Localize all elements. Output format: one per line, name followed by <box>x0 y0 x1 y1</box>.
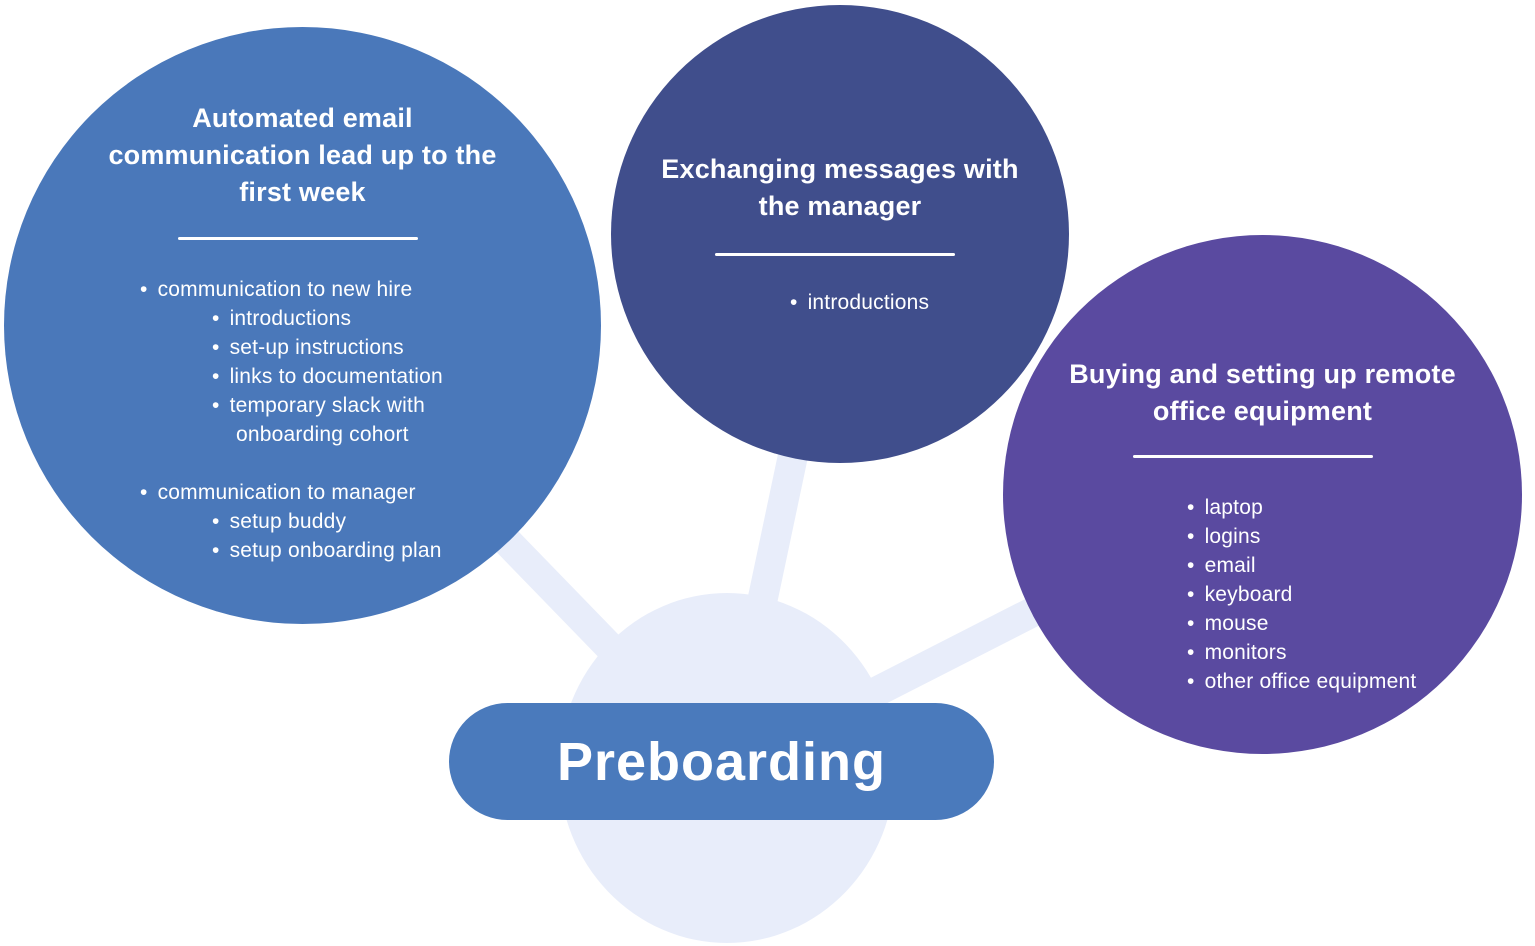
topic-circle-manager-messages: Exchanging messages with the manager • in… <box>611 5 1069 463</box>
bullet-item: • keyboard <box>1187 580 1416 609</box>
bullet-text: communication to manager <box>157 481 416 504</box>
bullet-text: keyboard <box>1204 583 1293 606</box>
bullet-dot: • <box>212 365 220 388</box>
title-line: Automated email <box>192 103 413 133</box>
bullet-item: • monitors <box>1187 638 1416 667</box>
center-node-label: Preboarding <box>556 731 887 792</box>
bullet-dot: • <box>1187 583 1195 606</box>
bullet-item: • set-up instructions <box>212 333 443 362</box>
title-divider <box>1133 455 1373 458</box>
circle-title: Buying and setting up remote office equi… <box>1003 356 1522 430</box>
bullet-text: email <box>1204 554 1256 577</box>
center-node-preboarding: Preboarding <box>449 703 994 820</box>
bullet-text: introductions <box>229 307 352 330</box>
bullet-item: • communication to manager <box>140 478 443 507</box>
circle-title: Exchanging messages with the manager <box>611 151 1069 225</box>
title-line: Buying and setting up remote <box>1069 359 1456 389</box>
bullet-item-continuation: onboarding cohort <box>236 420 443 449</box>
bullet-item: • other office equipment <box>1187 667 1416 696</box>
bullet-dot: • <box>1187 496 1195 519</box>
bullet-dot: • <box>1187 554 1195 577</box>
bullet-text: mouse <box>1204 612 1269 635</box>
bullet-item: • communication to new hire <box>140 275 443 304</box>
bullet-item: • setup onboarding plan <box>212 536 443 565</box>
bullet-group-gap <box>140 449 443 478</box>
topic-circle-office-equipment: Buying and setting up remote office equi… <box>1003 235 1522 754</box>
bullet-item: • introductions <box>790 288 929 317</box>
bullet-dot: • <box>1187 525 1195 548</box>
bullet-text: introductions <box>807 291 930 314</box>
title-line: Exchanging messages with <box>661 154 1019 184</box>
topic-circle-automated-email: Automated email communication lead up to… <box>4 27 601 624</box>
bullet-list: • communication to new hire • introduction… <box>140 275 443 565</box>
bullet-text: logins <box>1204 525 1261 548</box>
title-line: the manager <box>758 191 922 221</box>
bullet-text: monitors <box>1204 641 1287 664</box>
bullet-text: onboarding cohort <box>236 423 409 446</box>
bullet-dot: • <box>212 307 220 330</box>
title-line: office equipment <box>1152 396 1373 426</box>
bullet-dot: • <box>140 278 148 301</box>
bullet-item: • setup buddy <box>212 507 443 536</box>
bullet-list: •laptop •logins •email •keyboard •mouse … <box>1187 493 1416 696</box>
title-divider <box>715 253 955 256</box>
bullet-list: • introductions <box>790 288 929 317</box>
bullet-dot: • <box>212 510 220 533</box>
bullet-dot: • <box>1187 612 1195 635</box>
bullet-text: set-up instructions <box>229 336 404 359</box>
bullet-dot: • <box>212 394 220 417</box>
bullet-text: temporary slack with <box>229 394 425 417</box>
bullet-dot: • <box>140 481 148 504</box>
bullet-text: communication to new hire <box>157 278 413 301</box>
bullet-text: laptop <box>1204 496 1263 519</box>
bullet-text: links to documentation <box>229 365 443 388</box>
bullet-dot: • <box>212 336 220 359</box>
bullet-text: other office equipment <box>1204 670 1417 693</box>
title-divider <box>178 237 418 240</box>
circle-title: Automated email communication lead up to… <box>4 100 601 211</box>
bullet-dot: • <box>1187 641 1195 664</box>
bullet-item: • laptop <box>1187 493 1416 522</box>
bullet-dot: • <box>212 539 220 562</box>
bullet-item: • mouse <box>1187 609 1416 638</box>
bullet-text: setup onboarding plan <box>229 539 442 562</box>
bullet-item: • email <box>1187 551 1416 580</box>
bullet-item: • links to documentation <box>212 362 443 391</box>
bullet-item: • logins <box>1187 522 1416 551</box>
bullet-dot: • <box>1187 670 1195 693</box>
bullet-text: setup buddy <box>229 510 347 533</box>
title-line: communication lead up to the <box>108 140 497 170</box>
bullet-item: • introductions <box>212 304 443 333</box>
title-line: first week <box>239 177 366 207</box>
bullet-item: • temporary slack with <box>212 391 443 420</box>
bullet-dot: • <box>790 291 798 314</box>
